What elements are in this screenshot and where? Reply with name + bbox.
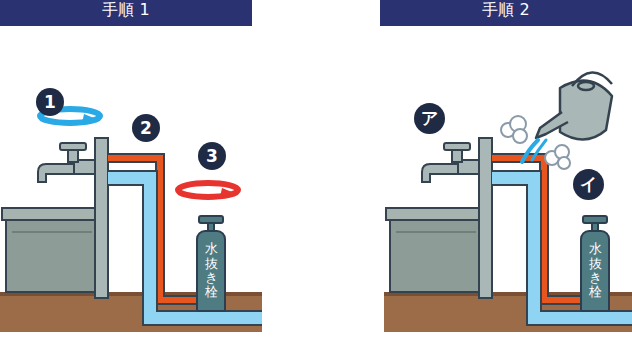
- step-title: 手順 2: [482, 0, 529, 21]
- callout-number: イ: [573, 169, 604, 200]
- drain-valve: 水抜き栓: [580, 230, 610, 312]
- valve-label: 水抜き栓: [589, 242, 602, 299]
- step-title: 手順 1: [102, 0, 149, 21]
- kettle: [536, 72, 612, 139]
- callout-text: ア: [421, 107, 438, 130]
- callout-number: 2: [132, 114, 160, 142]
- callout-number: 1: [36, 88, 64, 116]
- step-header: 手順 2: [380, 0, 632, 26]
- callout-text: 1: [44, 92, 56, 112]
- callout-text: 3: [206, 146, 218, 166]
- turn-arrow: [178, 183, 238, 197]
- steam: [501, 116, 570, 169]
- drain-valve: 水抜き栓: [196, 230, 226, 312]
- step-header: 手順 1: [0, 0, 252, 26]
- valve-label: 水抜き栓: [205, 242, 218, 299]
- callout-number: 3: [198, 142, 226, 170]
- callout-text: 2: [140, 118, 152, 138]
- callout-text: イ: [580, 173, 597, 196]
- callout-number: ア: [414, 103, 445, 134]
